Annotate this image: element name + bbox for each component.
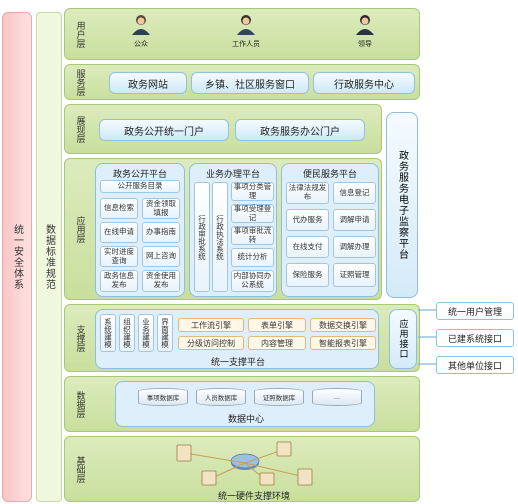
data-center-label: 数据中心	[227, 415, 264, 425]
person-icon	[356, 15, 374, 35]
monitor-platform-label: 政务服务电子监察平台	[396, 150, 408, 260]
support-platform-label: 统一支撑平台	[210, 358, 265, 368]
convenience-cell: 证照管理	[333, 263, 376, 287]
business-platform-title: 业务办理平台	[205, 170, 260, 180]
data-standard-bar: 数据标准规范	[36, 12, 62, 502]
user-role-staff: 工作人员	[223, 13, 269, 49]
support-module-cell: 系统建模	[100, 314, 116, 352]
portal-office: 政务服务办公门户	[235, 119, 365, 141]
public-cell: 信息检索	[100, 198, 138, 219]
public-cell: 资金使用发布	[142, 270, 180, 292]
support-module-cell: 界面建模	[157, 314, 173, 352]
engine-cell: 智能报表引擎	[310, 336, 376, 350]
user-role-leader: 领导	[345, 13, 385, 49]
external-existing-systems: 已建系统接口	[436, 329, 514, 347]
business-cell: 统计分析	[231, 248, 274, 267]
application-layer: 应用层 政务公开平台 公开服务目录 信息检索 资金领取填报 在线申请 办事指南 …	[64, 158, 382, 300]
business-vertical-cell: 行政执法系统	[212, 182, 228, 292]
engine-cell: 表单引擎	[248, 318, 306, 332]
data-standard-label: 数据标准规范	[43, 224, 55, 290]
data-layer: 数据层 事项数据库 人员数据库 证照数据库 ... 数据中心	[64, 376, 420, 432]
public-platform-title: 政务公开平台	[112, 170, 167, 180]
service-item-website: 政务网站	[109, 72, 187, 94]
public-cell: 网上咨询	[142, 246, 180, 267]
application-interface: 应用接口	[389, 309, 417, 369]
service-item-window: 乡镇、社区服务窗口	[191, 72, 309, 94]
engine-cell: 内容管理	[248, 336, 306, 350]
service-layer-label: 服务层	[74, 68, 85, 96]
service-item-center: 行政服务中心	[313, 72, 415, 94]
convenience-cell: 信息登记	[333, 182, 376, 204]
business-vertical-cell: 行政审批系统	[194, 182, 210, 292]
user-layer: 用户层 公众 工作人员 领导	[64, 8, 420, 60]
display-layer-label: 展现层	[74, 115, 85, 143]
public-catalog: 公开服务目录	[100, 180, 180, 193]
user-role-label: 公众	[134, 40, 148, 48]
convenience-platform-title: 便民服务平台	[302, 170, 357, 180]
database-icon: 证照数据库	[254, 388, 304, 406]
security-system-label: 统一安全体系	[11, 224, 23, 290]
database-icon: 事项数据库	[138, 388, 188, 406]
user-role-label: 工作人员	[232, 40, 260, 48]
public-cell: 办事指南	[142, 222, 180, 243]
support-platform-panel: 系统建模 组织建模 业务建模 界面建模 工作流引擎 表单引擎 数据交换引擎 分级…	[95, 309, 379, 369]
convenience-cell: 法律法规发布	[286, 182, 329, 204]
database-icon: ...	[312, 388, 362, 406]
public-cell: 在线申请	[100, 222, 138, 243]
public-cell: 实时进度查询	[100, 246, 138, 267]
external-user-management: 统一用户管理	[436, 302, 514, 320]
support-module-cell: 业务建模	[138, 314, 154, 352]
base-layer-label: 基础层	[74, 455, 85, 483]
convenience-cell: 保险服务	[286, 263, 329, 287]
person-icon	[237, 15, 255, 35]
convenience-cell: 调解申请	[333, 209, 376, 231]
user-layer-label: 用户层	[74, 20, 85, 48]
interface-connectors	[418, 309, 438, 365]
convenience-cell: 代办服务	[286, 209, 329, 231]
database-icon: 人员数据库	[196, 388, 246, 406]
support-layer-label: 支撑层	[74, 324, 85, 352]
user-role-label: 领导	[358, 40, 372, 48]
monitor-platform: 政务服务电子监察平台	[386, 112, 418, 298]
support-module-cell: 组织建模	[119, 314, 135, 352]
business-cell: 内部协同办公系统	[231, 270, 274, 292]
engine-cell: 数据交换引擎	[310, 318, 376, 332]
business-cell: 事项审批流转	[231, 226, 274, 245]
hardware-platform-label: 统一硬件支撑环境	[217, 492, 290, 502]
security-system-bar: 统一安全体系	[2, 12, 32, 502]
public-platform-panel: 政务公开平台 公开服务目录 信息检索 资金领取填报 在线申请 办事指南 实时进度…	[95, 163, 185, 297]
application-layer-label: 应用层	[74, 215, 85, 243]
business-cell: 事项分类管理	[231, 182, 274, 201]
convenience-platform-panel: 便民服务平台 法律法规发布 信息登记 代办服务 调解申请 在线支付 调解办理 保…	[281, 163, 379, 297]
engine-cell: 工作流引擎	[178, 318, 244, 332]
public-cell: 资金领取填报	[142, 198, 180, 219]
person-icon	[132, 15, 150, 35]
service-layer: 服务层 政务网站 乡镇、社区服务窗口 行政服务中心	[64, 64, 420, 100]
convenience-cell: 在线支付	[286, 236, 329, 258]
engine-cell: 分级访问控制	[178, 336, 244, 350]
public-cell: 政务信息发布	[100, 270, 138, 292]
data-layer-label: 数据层	[74, 390, 85, 418]
external-other-units: 其他单位接口	[436, 356, 514, 374]
base-layer: 基础层 统一硬件支撑环境	[64, 436, 420, 502]
convenience-cell: 调解办理	[333, 236, 376, 258]
portal-public: 政务公开统一门户	[99, 119, 229, 141]
application-interface-label: 应用接口	[397, 319, 408, 359]
display-layer: 展现层 政务公开统一门户 政务服务办公门户	[64, 104, 382, 154]
hardware-network-icon	[176, 441, 313, 486]
business-cell: 事项受理登记	[231, 204, 274, 223]
business-platform-panel: 业务办理平台 行政审批系统 行政执法系统 事项分类管理 事项受理登记 事项审批流…	[189, 163, 277, 297]
user-role-public: 公众	[121, 13, 161, 49]
data-center-panel: 事项数据库 人员数据库 证照数据库 ... 数据中心	[115, 381, 375, 427]
support-layer: 支撑层 系统建模 组织建模 业务建模 界面建模 工作流引擎 表单引擎 数据交换引…	[64, 304, 420, 372]
